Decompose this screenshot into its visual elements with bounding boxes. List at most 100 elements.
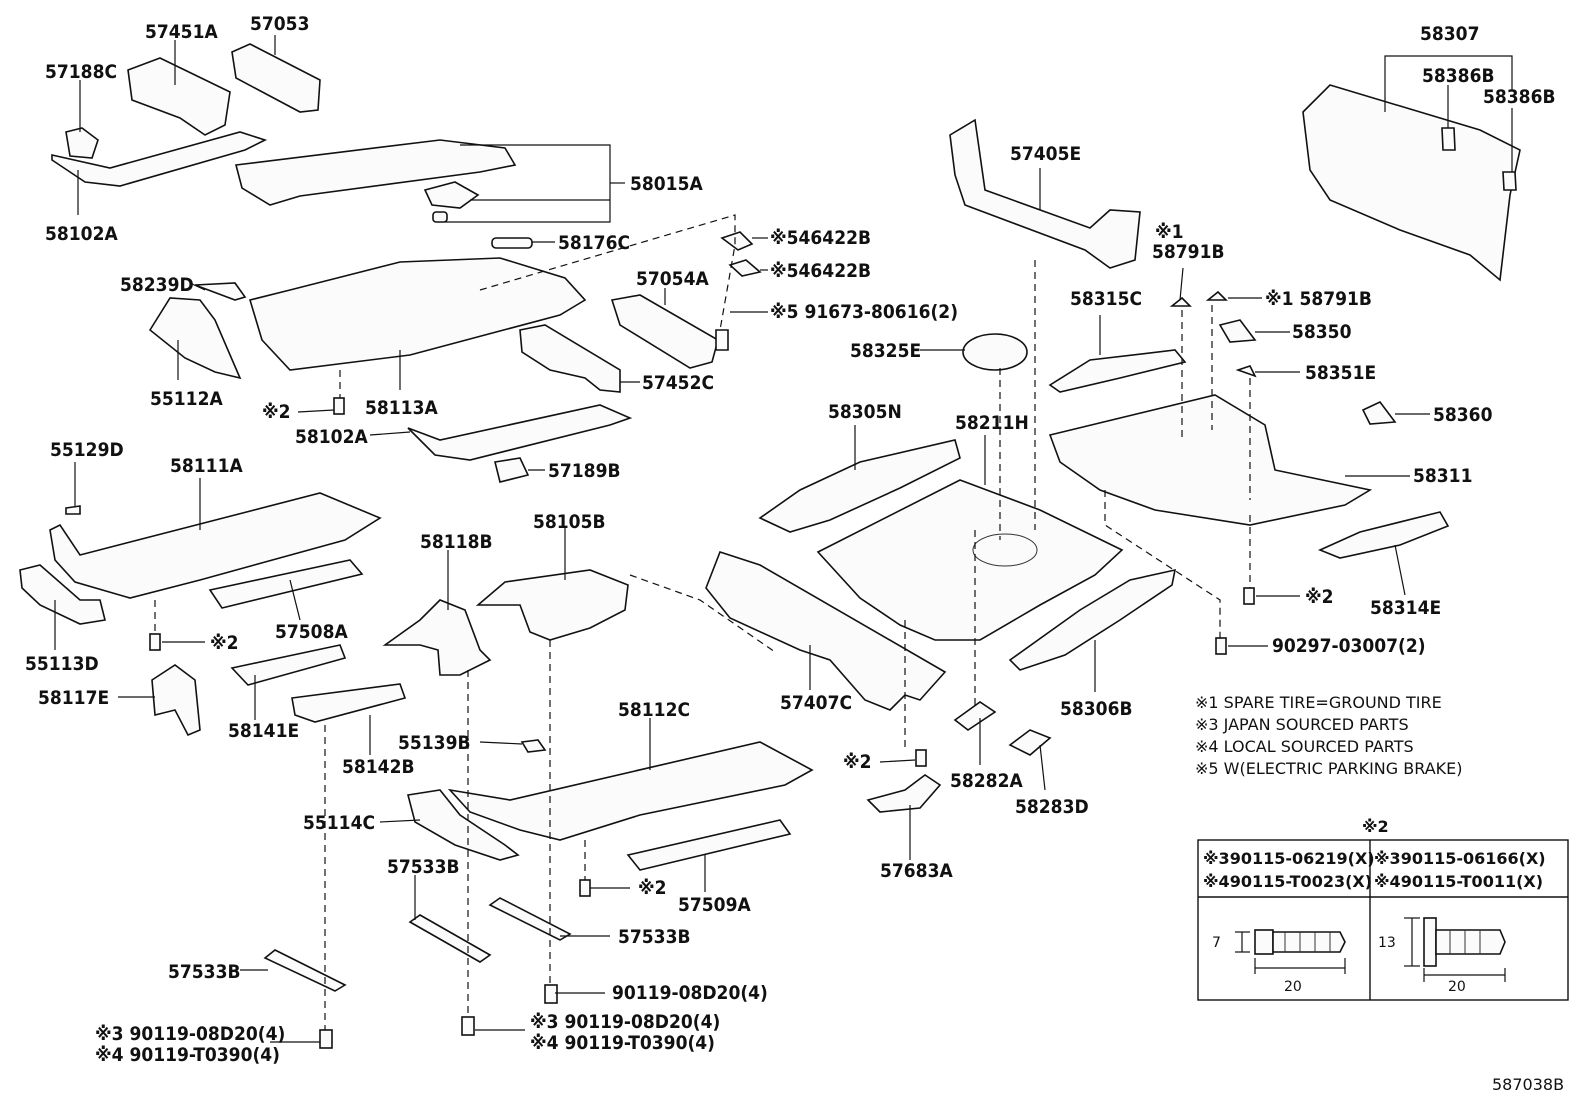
part-58282A [953, 701, 997, 731]
part-57533B-c [263, 949, 347, 992]
label-58791B-note: ※1 [1155, 221, 1184, 243]
part-55114C [407, 789, 520, 861]
part-58112C [447, 741, 814, 841]
part-58102A-top [51, 131, 268, 187]
bolt1-dim-w: 20 [1284, 979, 1302, 995]
part-58113A [248, 257, 587, 371]
part-57533B-b [488, 897, 572, 941]
part-57533B-a [408, 914, 492, 963]
part-58239D [194, 282, 247, 301]
label-57509A: 57509A [678, 894, 751, 916]
notes-legend: ※1 SPARE TIRE=GROUND TIRE ※3 JAPAN SOURC… [1195, 693, 1463, 778]
label-57452C: 57452C [642, 372, 714, 394]
note-1: ※1 SPARE TIRE=GROUND TIRE [1195, 693, 1442, 712]
label-58117E: 58117E [38, 687, 109, 709]
assembly-dashed-lines [154, 214, 1251, 1030]
part-58386B-a [1441, 127, 1456, 151]
label-58111A: 58111A [170, 455, 243, 477]
label-58386B-a: 58386B [1422, 65, 1495, 87]
part-58141E [230, 644, 347, 686]
label-57533B-b: 57533B [618, 926, 691, 948]
label-55114C: 55114C [303, 812, 375, 834]
bolt-drawing-1: 7 20 [1212, 929, 1346, 995]
part-58311 [1048, 394, 1373, 526]
part-58142B [291, 683, 407, 723]
label-x2-a: ※2 [262, 401, 291, 423]
part-labels: 57451A 57053 57188C 58102A 58015A 58176C… [25, 13, 1556, 1066]
label-57405E: 57405E [1010, 143, 1081, 165]
part-58307 [1302, 84, 1521, 282]
bolt-table-c1r1: ※390115-06219(X) [1203, 849, 1375, 868]
label-58311: 58311 [1413, 465, 1472, 487]
label-55113D: 55113D [25, 653, 99, 675]
part-58325E [962, 333, 1028, 371]
part-58386B-b [1502, 171, 1517, 191]
label-58105B: 58105B [533, 511, 606, 533]
bolt2-dim-h: 13 [1378, 935, 1396, 951]
label-58351E: 58351E [1305, 362, 1376, 384]
part-58105B [475, 569, 629, 641]
label-58315C: 58315C [1070, 288, 1142, 310]
label-58314E: 58314E [1370, 597, 1441, 619]
label-46422B-a: ※546422B [770, 227, 871, 249]
label-57683A: 57683A [880, 860, 953, 882]
part-58176C [491, 237, 533, 249]
label-46422B-b: ※546422B [770, 260, 871, 282]
part-58111A [49, 492, 382, 599]
label-90119-b2: ※4 90119-T0390(4) [530, 1032, 715, 1054]
part-58102A-mid [407, 404, 633, 461]
part-58118B [382, 599, 492, 676]
label-58211H: 58211H [955, 412, 1029, 434]
part-58015A-clip [432, 211, 448, 223]
part-57508A [208, 559, 364, 609]
label-58102A-top: 58102A [45, 223, 118, 245]
part-58305N [758, 439, 961, 533]
part-58350 [1218, 319, 1257, 343]
part-57509A [626, 819, 792, 871]
label-58142B: 58142B [342, 756, 415, 778]
label-57188C: 57188C [45, 61, 117, 83]
part-58351E [1235, 365, 1257, 378]
label-90297: 90297-03007(2) [1272, 635, 1426, 657]
label-58118B: 58118B [420, 531, 493, 553]
part-58283D [1008, 729, 1052, 756]
label-90119-c1: ※3 90119-08D20(4) [95, 1023, 285, 1045]
label-58325E: 58325E [850, 340, 921, 362]
bolt-table-c2r2: ※490115-T0011(X) [1374, 872, 1543, 891]
label-57053: 57053 [250, 13, 309, 35]
label-58282A: 58282A [950, 770, 1023, 792]
label-90119-b1: ※3 90119-08D20(4) [530, 1011, 720, 1033]
part-57451A [127, 57, 231, 136]
label-57508A: 57508A [275, 621, 348, 643]
bolt-shapes [149, 397, 1255, 1049]
label-58015A: 58015A [630, 173, 703, 195]
part-58117E [151, 664, 201, 737]
part-57189B [494, 457, 530, 483]
label-x2-d: ※2 [1305, 586, 1334, 608]
part-57452C [519, 324, 621, 393]
label-58176C: 58176C [558, 232, 630, 254]
label-57407C: 57407C [780, 692, 852, 714]
part-58360 [1361, 400, 1397, 425]
label-90119-a: 90119-08D20(4) [612, 982, 768, 1004]
note-5: ※5 W(ELECTRIC PARKING BRAKE) [1195, 759, 1463, 778]
label-x2-c: ※2 [638, 877, 667, 899]
label-58283D: 58283D [1015, 796, 1089, 818]
diagram-id: 587038B [1492, 1075, 1564, 1094]
bolt-table-c1r2: ※490115-T0023(X) [1203, 872, 1372, 891]
part-57188C [65, 127, 99, 159]
label-57189B: 57189B [548, 460, 621, 482]
label-58307: 58307 [1420, 23, 1479, 45]
part-57405E [949, 118, 1141, 269]
part-58314E [1317, 511, 1450, 559]
bolt1-dim-h: 7 [1212, 935, 1221, 951]
part-58791B-a [1169, 296, 1192, 307]
part-57683A [866, 774, 942, 813]
label-58141E: 58141E [228, 720, 299, 742]
label-58350: 58350 [1292, 321, 1352, 343]
label-55112A: 55112A [150, 388, 223, 410]
part-55129D [65, 505, 81, 515]
label-57533B-a: 57533B [387, 856, 460, 878]
part-58211H-spare-well [972, 533, 1038, 567]
